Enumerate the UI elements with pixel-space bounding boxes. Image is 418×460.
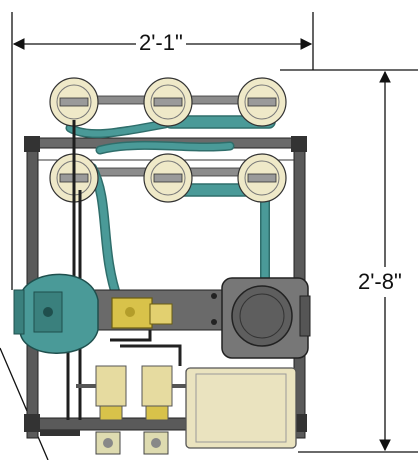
pump-icon: [13, 273, 99, 354]
motor-icon: [221, 277, 311, 359]
filter-housing-icon: [143, 77, 193, 127]
height-dimension-label: 2'-8": [358, 267, 402, 297]
frame-corner-tl: [24, 136, 40, 152]
lower-valves: [76, 344, 186, 421]
valve-icon: [111, 297, 173, 329]
tank-icon: [185, 367, 297, 449]
filter-housing-icon: [49, 77, 99, 127]
filter-housings: [49, 77, 287, 203]
bottom-fittings: [40, 430, 169, 455]
filter-housing-icon: [237, 77, 287, 127]
width-dimension-label: 2'-1": [136, 30, 186, 56]
filter-housing-icon: [237, 153, 287, 203]
filter-housing-icon: [143, 153, 193, 203]
frame-corner-bl: [24, 414, 40, 432]
leader-line: [0, 347, 49, 460]
frame-corner-tr: [291, 136, 307, 152]
